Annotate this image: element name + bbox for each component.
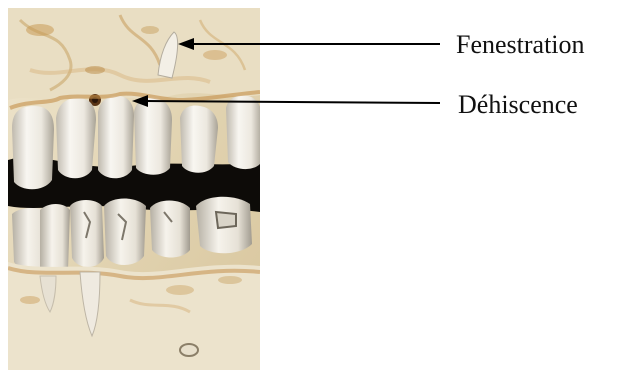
ct-reconstruction-image [8,8,262,370]
dehiscence-label: Déhiscence [458,90,578,119]
fenestration-label: Fenestration [456,30,585,59]
